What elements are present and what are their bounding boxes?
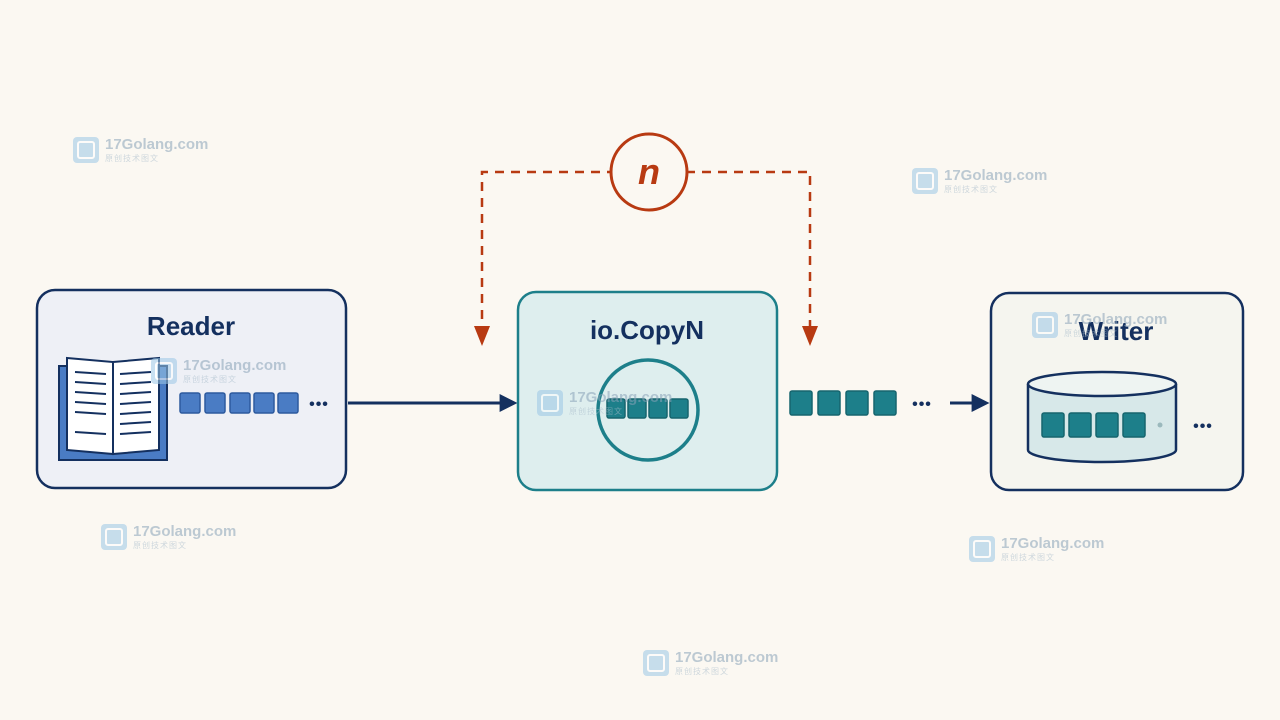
data-chunk: [817, 390, 841, 416]
data-chunk: [277, 392, 299, 414]
buffer-chunks: [606, 398, 689, 419]
data-chunk: [179, 392, 201, 414]
writer-ellipsis: •••: [1193, 418, 1213, 435]
n-limit-bracket: n: [474, 132, 818, 346]
data-chunk: [1122, 412, 1146, 438]
output-ellipsis: •••: [912, 396, 932, 413]
buffer-circle: [596, 358, 700, 462]
book-icon: [58, 356, 168, 461]
bracket-left-line: [480, 170, 612, 335]
data-chunk: [627, 398, 647, 419]
data-chunk: [229, 392, 251, 414]
data-chunk: [789, 390, 813, 416]
n-circle: [609, 132, 689, 212]
copyn-title: io.CopyN: [590, 315, 704, 345]
data-chunk: [845, 390, 869, 416]
writer-box: Writer •••: [989, 291, 1245, 492]
writer-title: Writer: [1079, 316, 1154, 346]
data-chunk: [648, 398, 668, 419]
data-chunk: [606, 398, 626, 419]
reader-data-chunks: [179, 392, 299, 414]
data-chunk: [204, 392, 226, 414]
output-data-chunks: [789, 390, 897, 416]
data-chunk: [873, 390, 897, 416]
data-chunk: [1095, 412, 1119, 438]
reader-title: Reader: [147, 311, 235, 341]
reader-ellipsis: •••: [309, 396, 329, 413]
data-chunk: [1041, 412, 1065, 438]
n-label: n: [638, 151, 660, 192]
copyn-box: io.CopyN: [516, 290, 779, 492]
data-chunk: [1068, 412, 1092, 438]
bracket-right-line: [686, 170, 812, 335]
bracket-left-arrowhead: [474, 326, 490, 346]
reader-box: Reader: [35, 288, 348, 490]
data-chunk: [253, 392, 275, 414]
bracket-right-arrowhead: [802, 326, 818, 346]
data-chunk: [669, 398, 689, 419]
storage-cylinder-icon: [1026, 370, 1178, 464]
